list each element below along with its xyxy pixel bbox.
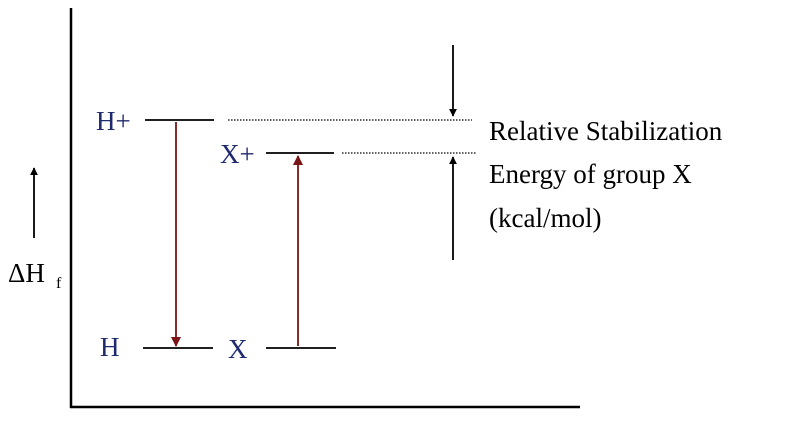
level-label-x-plus: X+ [220, 139, 255, 169]
level-label-h: H [100, 332, 120, 362]
level-label-h-plus: H+ [96, 106, 131, 136]
level-label-x: X [228, 334, 248, 364]
annotation-line-1: Relative Stabilization [489, 116, 723, 146]
annotation-line-3: (kcal/mol) [489, 203, 601, 233]
y-axis-label: ΔH [8, 258, 45, 288]
annotation-line-2: Energy of group X [489, 159, 692, 189]
y-axis-label-subscript: f [56, 275, 62, 292]
